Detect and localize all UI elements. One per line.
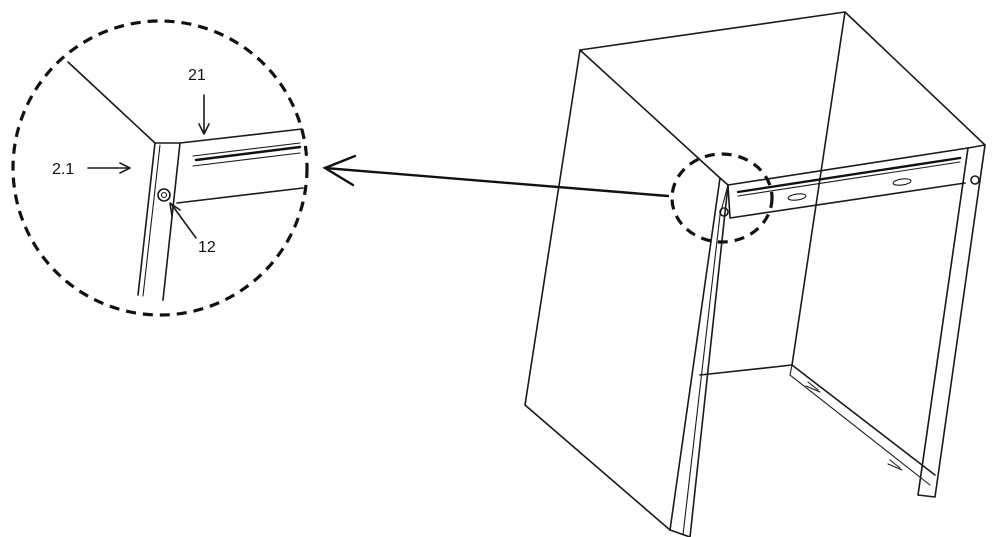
left-side-panel <box>524 49 721 531</box>
cabinet-frame <box>524 11 986 537</box>
magnify-arrow <box>322 154 670 198</box>
detail-slot-outline <box>192 142 301 167</box>
detail-post-inner <box>142 144 161 297</box>
front-left-post <box>669 177 729 537</box>
rail-hole-2 <box>892 178 912 186</box>
detail-screw <box>157 188 171 202</box>
front-right-post-inner <box>917 147 969 496</box>
leader-21-head <box>198 123 210 135</box>
back-right-post <box>791 11 846 366</box>
rail-hole-1 <box>787 193 807 201</box>
detail-panel-edge <box>67 61 156 144</box>
top-back-edge <box>579 11 986 146</box>
leader-12-head <box>169 202 181 217</box>
detail-slot <box>194 145 302 162</box>
bottom-rail <box>789 364 931 486</box>
bottom-back-edge <box>699 364 936 476</box>
label-21: 21 <box>188 67 206 84</box>
cross-rail <box>727 147 969 219</box>
label-12: 12 <box>198 239 216 256</box>
leader-12 <box>171 204 197 239</box>
detail-rail <box>176 128 304 204</box>
screw-right <box>970 175 980 185</box>
rail-slot-lower <box>737 161 961 197</box>
label-2-1: 2.1 <box>52 161 74 178</box>
front-left-post-inner <box>682 184 729 536</box>
rail-slot <box>736 156 962 194</box>
bottom-rail-marks <box>805 381 903 471</box>
detail-post <box>137 142 181 301</box>
leader-2-1-head <box>119 162 131 174</box>
screw-left <box>719 207 729 217</box>
detail-marker-circle <box>670 152 774 244</box>
detail-view: 21 2.1 12 <box>11 19 309 317</box>
detail-circle <box>11 19 309 317</box>
detail-screw-center <box>160 191 168 199</box>
front-right-post <box>917 144 986 498</box>
